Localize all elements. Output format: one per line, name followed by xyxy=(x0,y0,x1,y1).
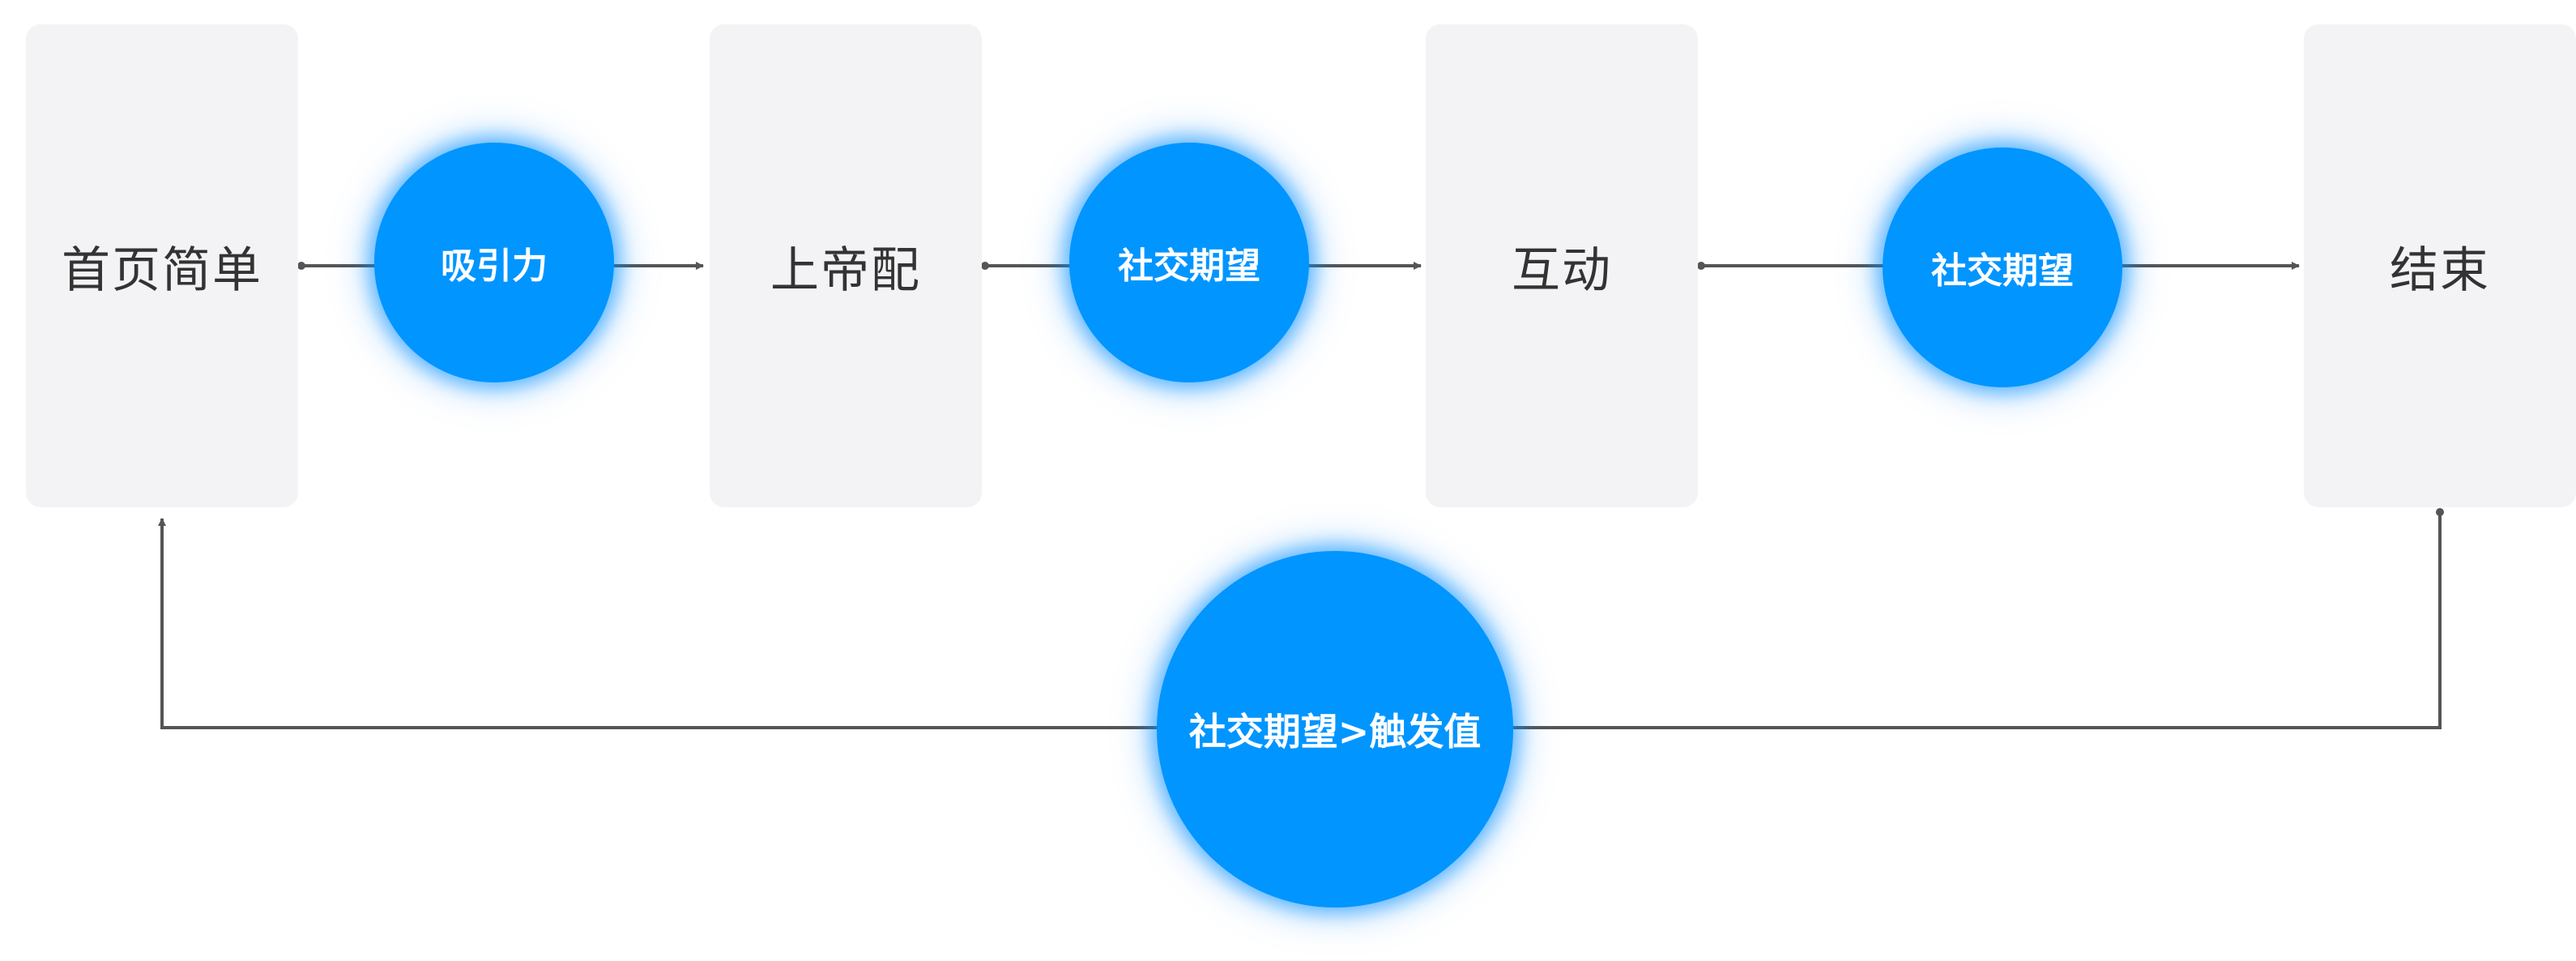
stage-home-label: 首页简单 xyxy=(62,241,262,299)
node-social-expectation-2: 社交期望 xyxy=(1883,147,2122,387)
node-trigger-threshold: 社交期望>触发值 xyxy=(1157,551,1513,908)
node-attraction: 吸引力 xyxy=(374,143,614,382)
node-trigger-threshold-label: 社交期望>触发值 xyxy=(1188,710,1482,754)
connector-start-dot xyxy=(297,262,305,270)
connector-start-dot xyxy=(1697,262,1705,270)
stage-match-label: 上帝配 xyxy=(770,241,921,299)
stage-end-label: 结束 xyxy=(2390,241,2490,299)
stage-end: 结束 xyxy=(2304,24,2576,507)
connector-start-dot xyxy=(981,262,989,270)
node-attraction-label: 吸引力 xyxy=(441,246,548,287)
connector-start-dot xyxy=(2436,508,2444,516)
node-social-expectation-2-label: 社交期望 xyxy=(1931,250,2074,292)
stage-home: 首页简单 xyxy=(26,24,298,507)
stage-match: 上帝配 xyxy=(710,24,982,507)
node-social-expectation-1: 社交期望 xyxy=(1069,143,1309,382)
node-social-expectation-1-label: 社交期望 xyxy=(1118,246,1260,287)
stage-interact: 互动 xyxy=(1426,24,1698,507)
stage-interact-label: 互动 xyxy=(1512,241,1612,299)
